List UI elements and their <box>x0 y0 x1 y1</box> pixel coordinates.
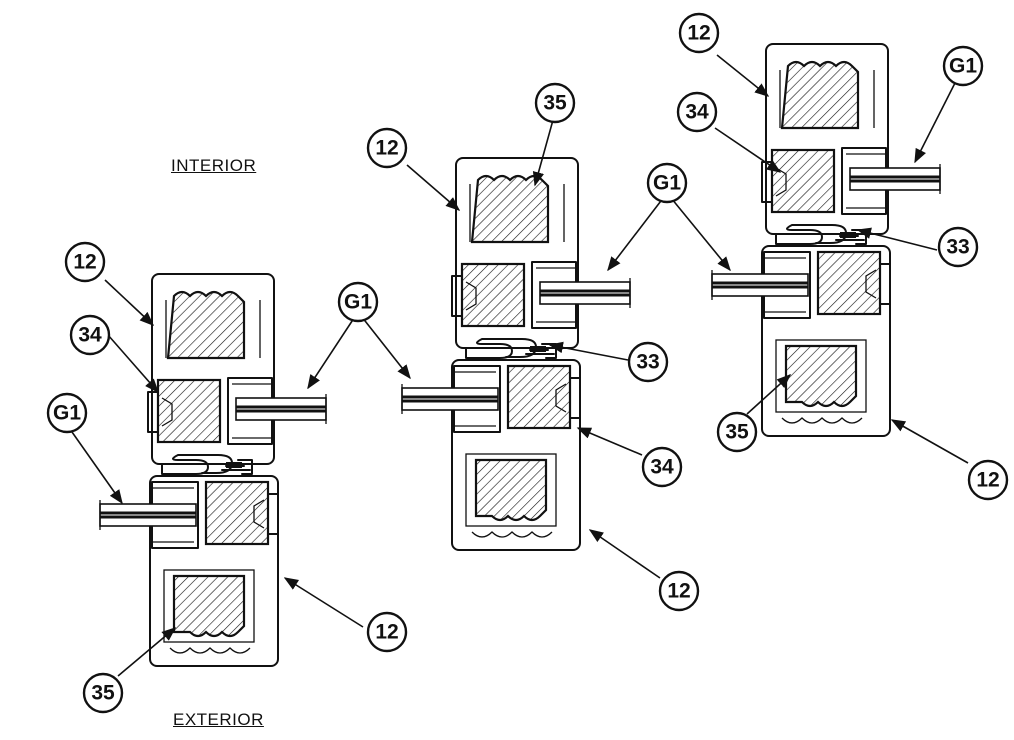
callout-12: 12 <box>678 12 720 54</box>
exterior-label: EXTERIOR <box>173 710 264 729</box>
svg-text:34: 34 <box>650 456 674 479</box>
callout-g1: G1 <box>46 392 88 434</box>
svg-text:G1: G1 <box>653 172 681 195</box>
callout-34: 34 <box>641 446 683 488</box>
leader-lines <box>71 54 969 677</box>
svg-text:35: 35 <box>725 421 749 444</box>
svg-text:G1: G1 <box>53 402 81 425</box>
callout-12: 12 <box>64 241 106 283</box>
svg-text:12: 12 <box>375 621 398 644</box>
svg-text:G1: G1 <box>344 291 372 314</box>
callout-35: 35 <box>716 411 758 453</box>
callout-34: 34 <box>69 314 111 356</box>
svg-text:12: 12 <box>667 580 690 603</box>
sash-assembly-1 <box>98 272 328 668</box>
callout-g1: G1 <box>942 45 984 87</box>
svg-text:33: 33 <box>946 236 969 259</box>
callout-12: 12 <box>366 127 408 169</box>
svg-text:35: 35 <box>543 92 567 115</box>
svg-text:35: 35 <box>91 682 115 705</box>
callout-g1: G1 <box>337 281 379 323</box>
callout-12: 12 <box>366 611 408 653</box>
callout-g1: G1 <box>646 162 688 204</box>
svg-text:33: 33 <box>636 351 659 374</box>
callout-35: 35 <box>82 672 124 714</box>
svg-text:34: 34 <box>78 324 102 347</box>
callout-12: 12 <box>658 570 700 612</box>
svg-text:34: 34 <box>685 101 709 124</box>
interior-label: INTERIOR <box>171 156 257 175</box>
callout-33: 33 <box>627 341 669 383</box>
svg-text:12: 12 <box>687 22 710 45</box>
callout-12: 12 <box>967 459 1009 501</box>
svg-text:G1: G1 <box>949 55 977 78</box>
sash-assembly-3 <box>710 42 942 438</box>
callout-35: 35 <box>534 82 576 124</box>
svg-text:12: 12 <box>375 137 398 160</box>
callout-34: 34 <box>676 91 718 133</box>
svg-text:12: 12 <box>976 469 999 492</box>
svg-text:12: 12 <box>73 251 96 274</box>
callout-33: 33 <box>937 226 979 268</box>
